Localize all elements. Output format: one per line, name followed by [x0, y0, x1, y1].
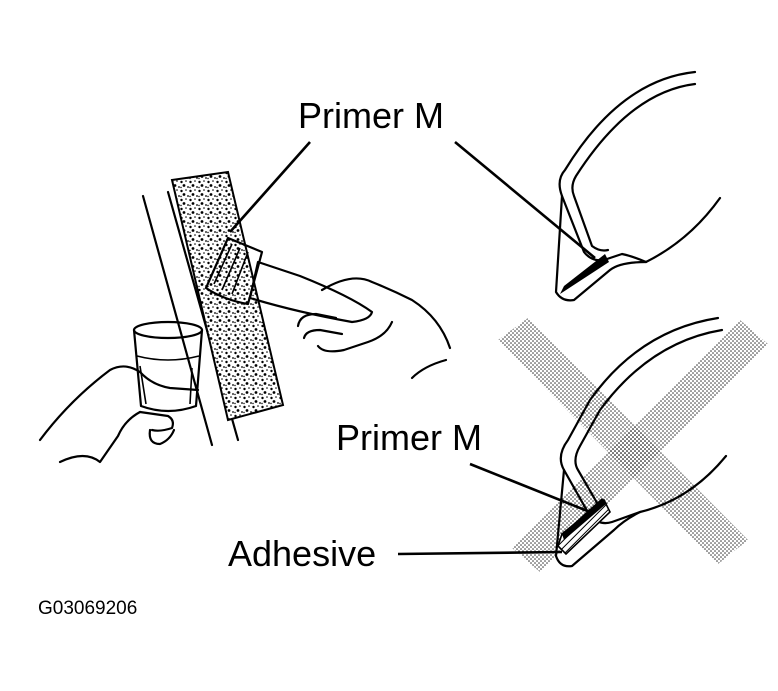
- paint-brush-icon: [204, 236, 374, 324]
- primer-m-bottom-label: Primer M: [336, 417, 482, 458]
- primer-cup-icon: [132, 320, 204, 413]
- incorrect-x-mark-icon: [498, 318, 768, 572]
- flange-cross-section-correct: [554, 70, 722, 302]
- flange-cross-section-incorrect: [554, 316, 728, 568]
- primer-m-top-label: Primer M: [298, 95, 444, 136]
- hand-holding-cup-illustration: [38, 365, 200, 464]
- primer-bottom-leader: [469, 462, 591, 514]
- adhesive-leader: [397, 550, 563, 556]
- figure-code-label: G03069206: [38, 598, 137, 619]
- hand-holding-brush-illustration: [296, 277, 452, 380]
- adhesive-label: Adhesive: [228, 533, 376, 574]
- primer-top-leader-brush: [229, 141, 311, 233]
- primer-top-leader-flange: [454, 140, 596, 260]
- body-panel-illustration: [141, 170, 285, 447]
